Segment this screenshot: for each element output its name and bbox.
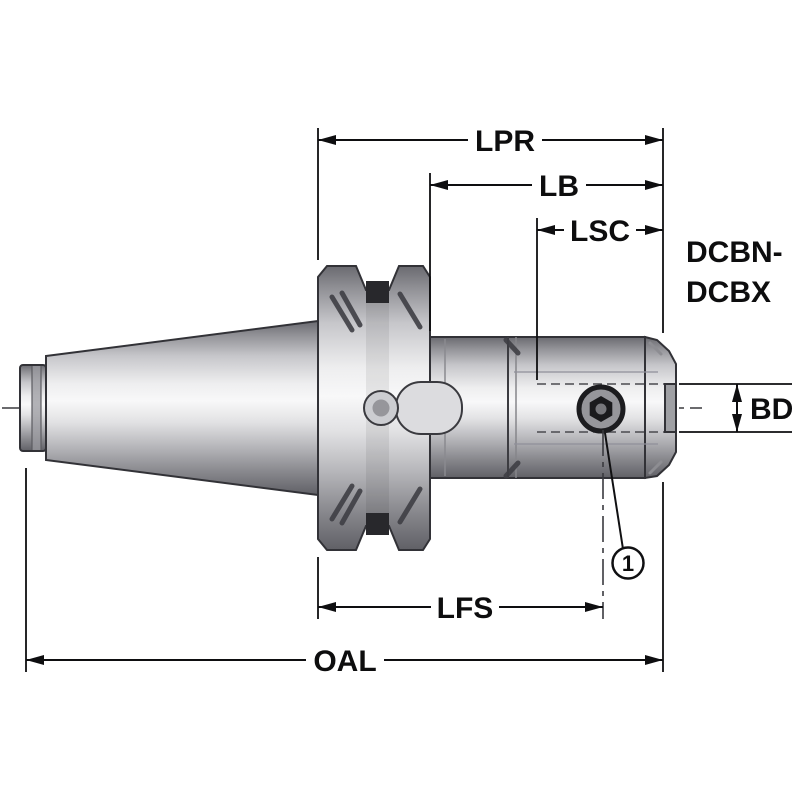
notch-mark: [339, 290, 363, 328]
side-relief-slot: [395, 381, 463, 435]
dim-oal: OAL: [25, 468, 664, 679]
dim-lpr-label-bg: [468, 121, 542, 159]
notch-mark: [397, 291, 423, 330]
notch-mark: [329, 294, 355, 333]
chamfer-mark: [648, 341, 663, 356]
dim-lb-label-bg: [532, 166, 586, 204]
flange-hole-center: [372, 399, 390, 417]
callout-balloon: [611, 546, 645, 580]
dim-bd-label: BD: [750, 393, 793, 426]
drive-key-slot-top: [366, 281, 389, 303]
dim-lfs-label-bg: [431, 588, 499, 626]
callout-1: 1: [604, 432, 645, 580]
chamfer-mark: [648, 460, 663, 475]
dim-dcbn-label-line1: DCBN-: [686, 236, 783, 269]
dim-lsc-label: LSC: [570, 215, 630, 248]
set-screw: [576, 384, 626, 434]
nut-wedge-mark: [503, 337, 521, 356]
callout-leader-line: [604, 432, 624, 550]
notch-mark: [329, 483, 355, 522]
dim-oal-label: OAL: [313, 645, 376, 678]
dim-dcbn-dcbx: DCBN- DCBX: [686, 236, 783, 309]
dim-lfs: LFS: [317, 430, 604, 626]
nut-wedge-mark: [503, 460, 521, 479]
drive-key-slot-bottom: [366, 513, 389, 535]
dim-bd: BD: [679, 383, 793, 433]
dim-lpr-label: LPR: [475, 125, 535, 158]
dim-lsc: LSC: [536, 211, 663, 380]
dim-lb-label: LB: [539, 170, 579, 203]
retention-groove: [32, 366, 41, 450]
tool-holder-body-view: [19, 265, 677, 551]
hex-socket-center: [595, 403, 607, 415]
notch-mark: [339, 488, 363, 526]
nose-bore: [664, 383, 677, 433]
dim-lb: LB: [429, 166, 663, 331]
flange-notch-marks: [329, 290, 423, 526]
notch-mark: [397, 486, 423, 525]
callout-number: 1: [622, 551, 634, 576]
dim-oal-label-bg: [306, 641, 384, 679]
dim-lfs-label: LFS: [437, 592, 494, 625]
dim-lsc-label-bg: [564, 211, 636, 249]
dim-dcbn-label-line2: DCBX: [686, 276, 771, 309]
